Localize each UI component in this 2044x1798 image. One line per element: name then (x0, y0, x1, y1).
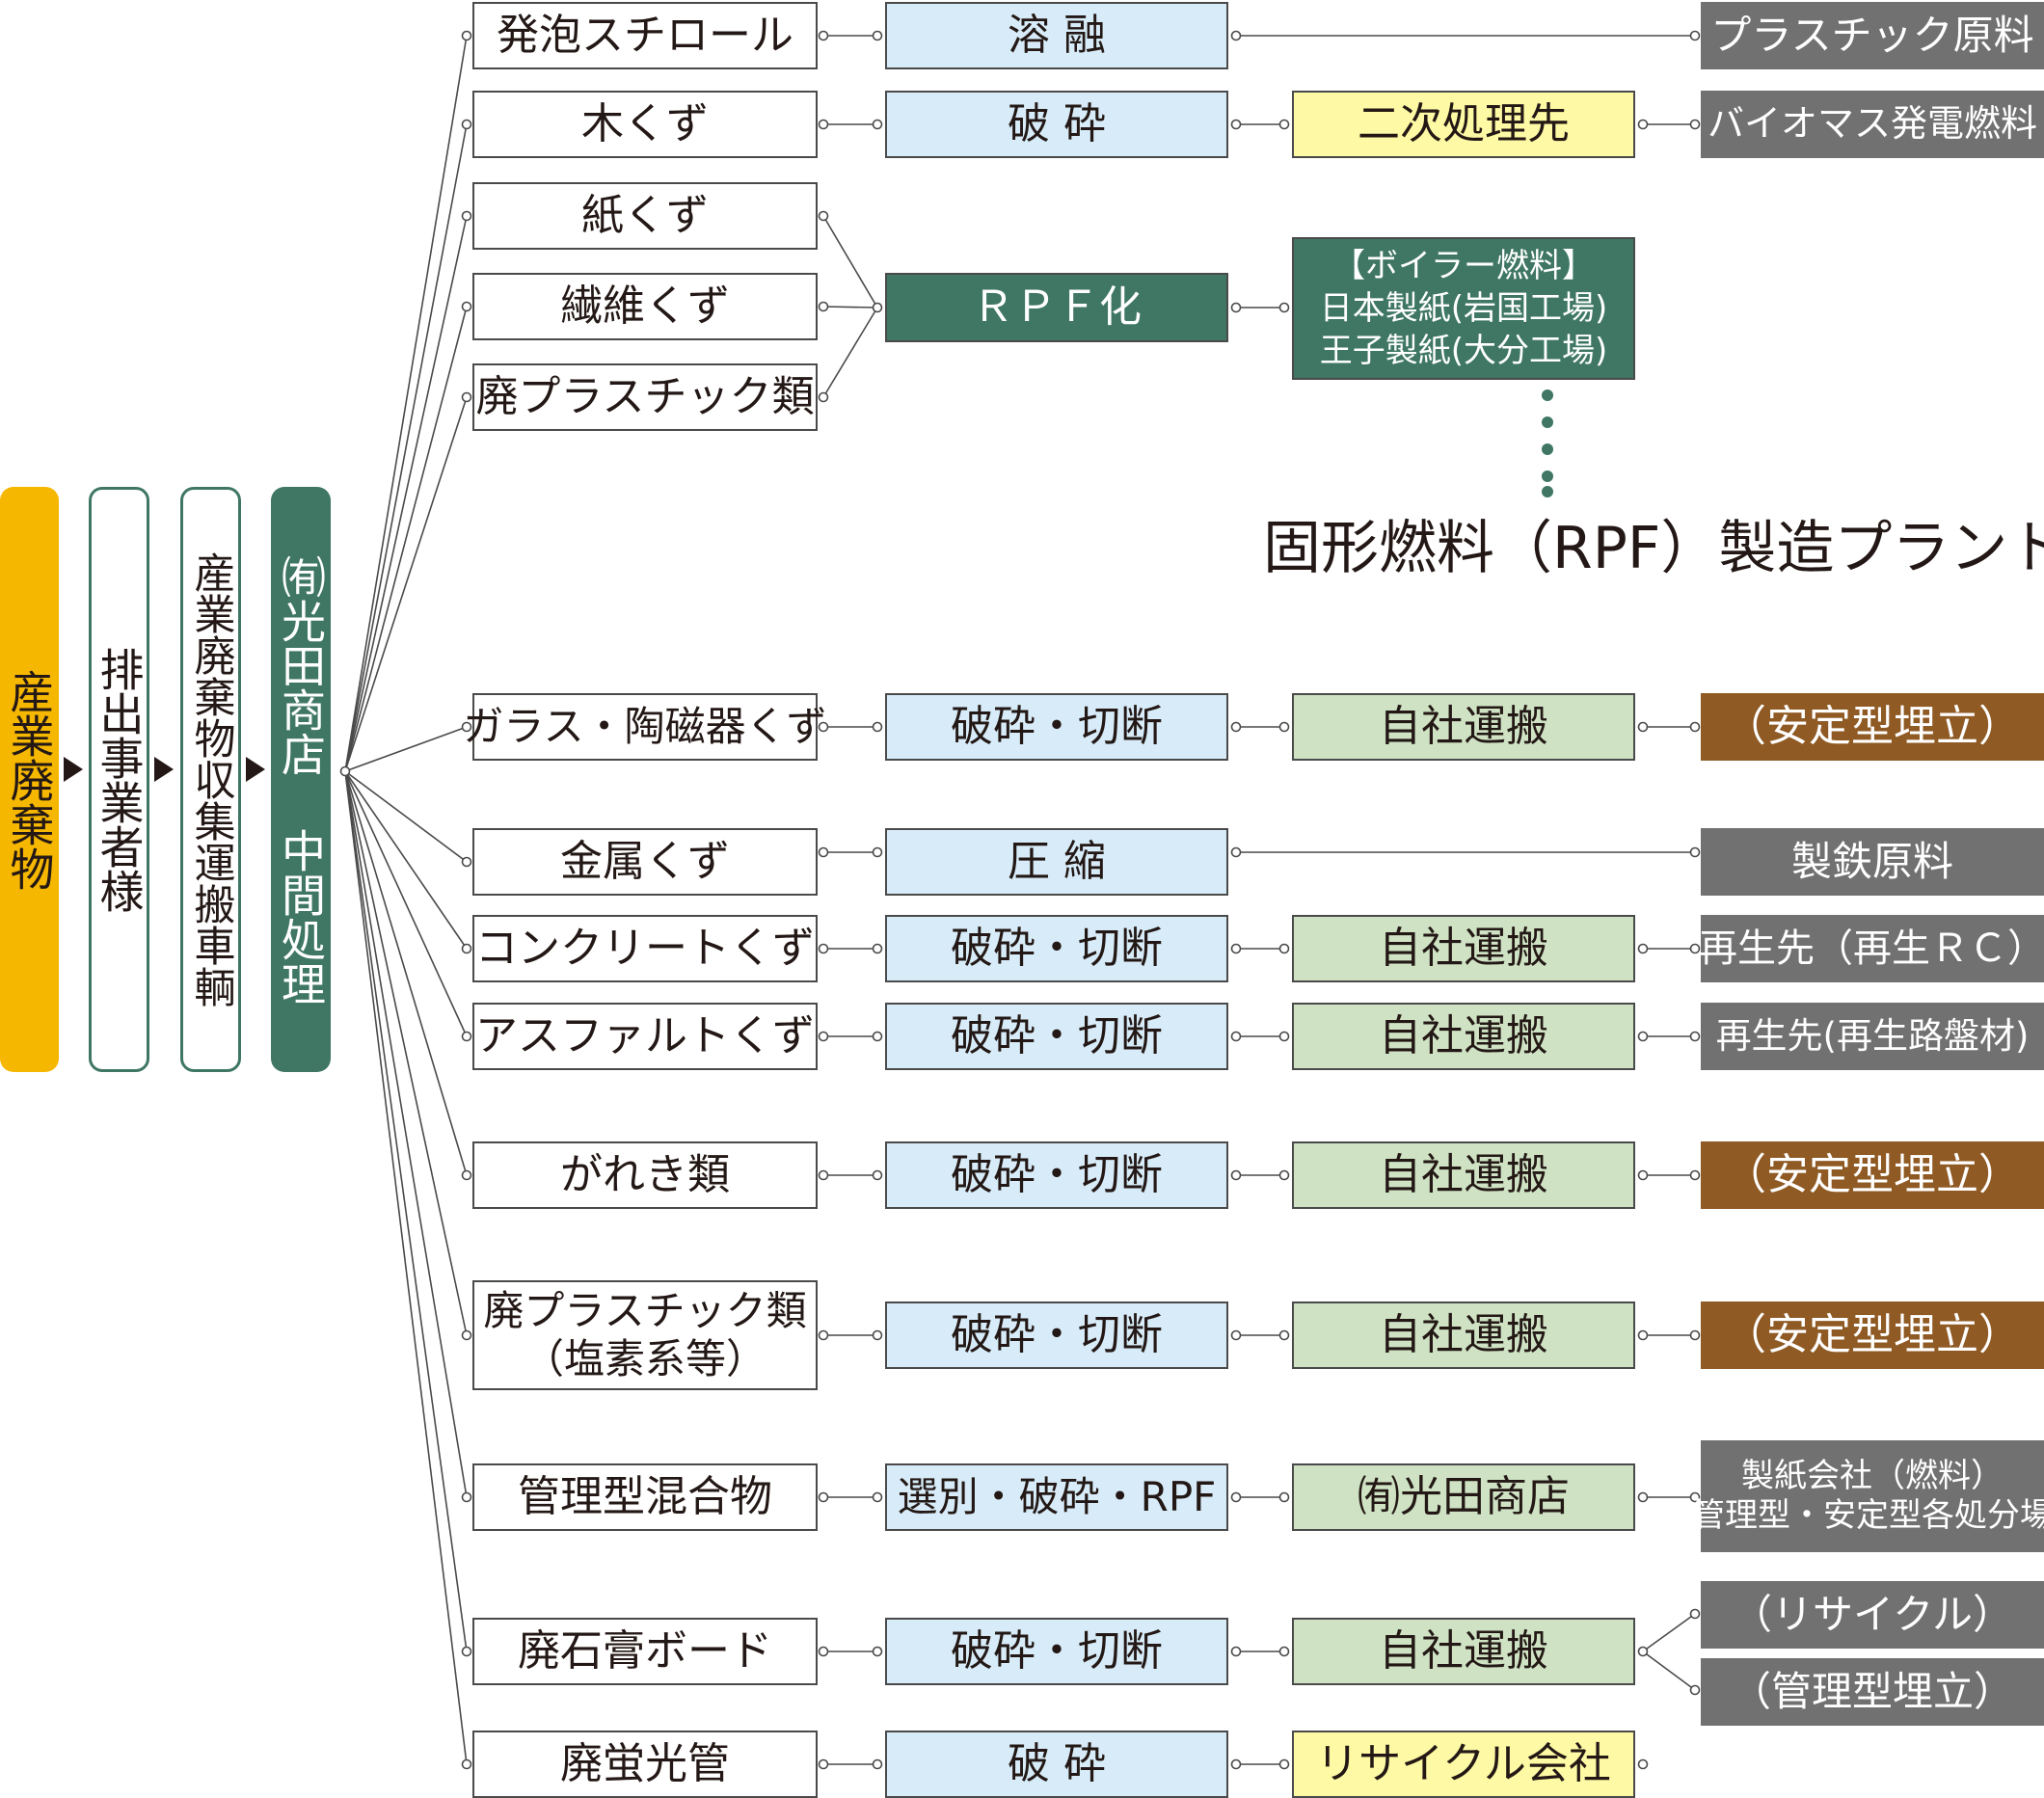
waste-plastics-chlorine-line1: 廃プラスチック類 (483, 1286, 807, 1334)
waste-plastics-chlorine: 廃プラスチック類 （塩素系等） (472, 1280, 818, 1390)
waste-managed-mixture: 管理型混合物 (472, 1463, 818, 1531)
process-crush-cut-glass: 破砕・切断 (885, 693, 1228, 761)
waste-glass-ceramics: ガラス・陶磁器くず (463, 693, 827, 761)
dest-secondary: 二次処理先 (1292, 91, 1635, 158)
dest-boiler-fuel-line3: 王子製紙(大分工場) (1319, 332, 1608, 371)
waste-rubble: がれき類 (472, 1141, 818, 1209)
final-recycle: （リサイクル） (1701, 1581, 2044, 1649)
final-biomass: バイオマス発電燃料 (1701, 91, 2044, 158)
process-rpf: ＲＰＦ化 (885, 273, 1228, 342)
flow-step-discharger: 排出事業者様 (89, 487, 149, 1072)
final-steel-raw: 製鉄原料 (1701, 828, 2044, 896)
waste-plastics: 廃プラスチック類 (472, 363, 818, 431)
dest-own-transport-concrete: 自社運搬 (1292, 915, 1635, 982)
waste-paper: 紙くず (472, 182, 818, 250)
dest-mitsuda: ㈲光田商店 (1292, 1463, 1635, 1531)
dest-boiler-fuel-line2: 日本製紙(岩国工場) (1319, 288, 1608, 328)
arrow-right-icon (246, 757, 265, 782)
dest-boiler-fuel: 【ボイラー燃料】 日本製紙(岩国工場) 王子製紙(大分工場) (1292, 237, 1635, 380)
final-paper-company: 製紙会社（燃料） 管理型・安定型各処分場 (1692, 1440, 2044, 1552)
dest-boiler-fuel-title: 【ボイラー燃料】 (1332, 246, 1595, 285)
waste-concrete: コンクリートくず (472, 915, 818, 982)
dest-own-transport-rubble: 自社運搬 (1292, 1141, 1635, 1209)
process-sort-crush-rpf: 選別・破砕・RPF (885, 1463, 1228, 1531)
waste-fiber: 繊維くず (472, 273, 818, 340)
final-paper-company-line1: 製紙会社（燃料） (1741, 1457, 2004, 1496)
rpf-plant-label: 固形燃料（RPF）製造プラント (1263, 515, 2044, 582)
process-crush-fluorescent: 破 砕 (885, 1731, 1228, 1798)
process-crush: 破 砕 (885, 91, 1228, 158)
waste-plastics-chlorine-line2: （塩素系等） (523, 1335, 766, 1382)
final-recycled-rc: 再生先（再生ＲＣ） (1699, 915, 2044, 982)
flow-step-mitsuda-processing: ㈲光田商店 中間処理 (271, 487, 331, 1072)
dest-own-transport-asphalt: 自社運搬 (1292, 1003, 1635, 1070)
flow-step-collection-vehicle: 産業廃棄物収集運搬車輌 (180, 487, 241, 1072)
process-crush-cut-rubble: 破砕・切断 (885, 1141, 1228, 1209)
final-stable-landfill-rubble: （安定型埋立） (1701, 1141, 2044, 1209)
process-crush-cut-concrete: 破砕・切断 (885, 915, 1228, 982)
flow-step-industrial-waste: 産業廃棄物 (0, 487, 59, 1072)
process-compress: 圧 縮 (885, 828, 1228, 896)
arrow-right-icon (64, 757, 83, 782)
waste-asphalt: アスファルトくず (472, 1003, 818, 1070)
dest-recycle-company: リサイクル会社 (1292, 1731, 1635, 1798)
waste-styrofoam: 発泡スチロール (472, 2, 818, 69)
final-stable-landfill-glass: （安定型埋立） (1701, 693, 2044, 761)
waste-wood: 木くず (472, 91, 818, 158)
dest-own-transport-glass: 自社運搬 (1292, 693, 1635, 761)
final-plastic-raw: プラスチック原料 (1701, 2, 2044, 69)
dotted-connector (1542, 389, 1553, 497)
dest-own-transport-plastics: 自社運搬 (1292, 1302, 1635, 1369)
final-paper-company-line2: 管理型・安定型各処分場 (1692, 1496, 2044, 1535)
waste-gypsum-board: 廃石膏ボード (472, 1618, 818, 1685)
process-crush-cut-asphalt: 破砕・切断 (885, 1003, 1228, 1070)
waste-metal: 金属くず (472, 828, 818, 896)
process-crush-cut-gypsum: 破砕・切断 (885, 1618, 1228, 1685)
final-managed-landfill: （管理型埋立） (1701, 1658, 2044, 1726)
process-melt: 溶 融 (885, 2, 1228, 69)
final-stable-landfill-plastics: （安定型埋立） (1701, 1302, 2044, 1369)
final-recycled-road: 再生先(再生路盤材) (1701, 1003, 2044, 1070)
dest-own-transport-gypsum: 自社運搬 (1292, 1618, 1635, 1685)
process-crush-cut-plastics: 破砕・切断 (885, 1302, 1228, 1369)
waste-fluorescent-tubes: 廃蛍光管 (472, 1731, 818, 1798)
arrow-right-icon (154, 757, 174, 782)
